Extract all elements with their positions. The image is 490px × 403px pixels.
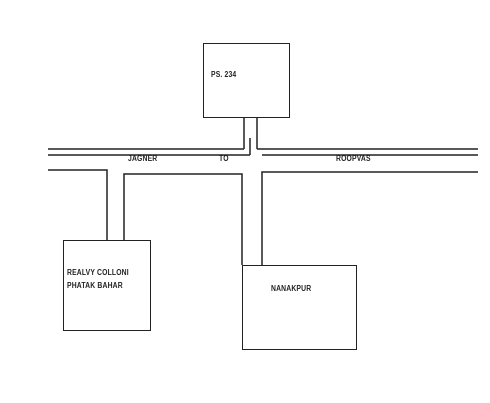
- realvy-colloni-line1: REALVY COLLONI: [67, 268, 129, 277]
- nanakpur-label: NANAKPUR: [271, 284, 312, 293]
- road-label-jagner: JAGNER: [128, 154, 158, 163]
- realvy-colloni-box: REALVY COLLONI PHATAK BAHAR: [63, 240, 151, 331]
- police-station-box: PS. 234: [203, 43, 290, 118]
- realvy-colloni-line2: PHATAK BAHAR: [67, 281, 123, 290]
- road-to-realvy: [48, 169, 108, 240]
- road-realvy-to-nanakpur: [123, 173, 243, 265]
- road-label-to: TO: [219, 154, 229, 163]
- police-station-label: PS. 234: [211, 70, 237, 79]
- nanakpur-box: NANAKPUR: [242, 265, 357, 350]
- road-label-roopvas: ROOPVAS: [336, 154, 371, 163]
- road-to-nanakpur-right: [261, 171, 478, 265]
